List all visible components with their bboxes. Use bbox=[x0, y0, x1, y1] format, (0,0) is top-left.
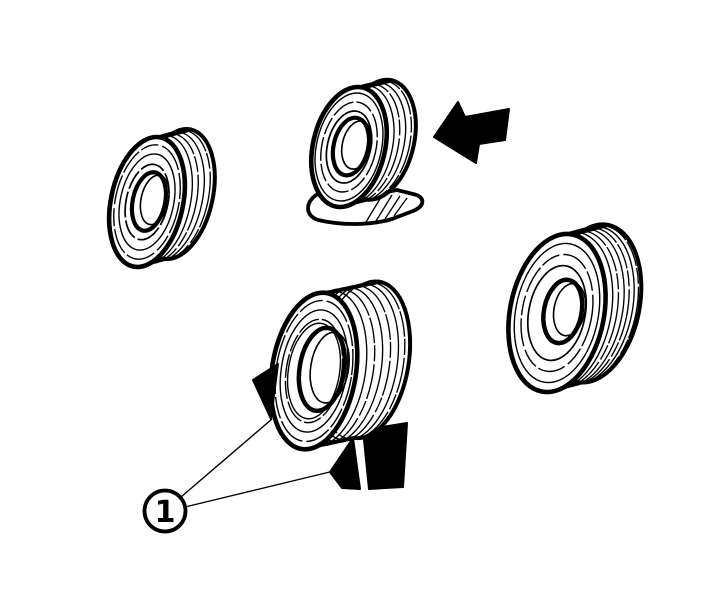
wedge-bottom-front bbox=[362, 422, 408, 490]
callout-leader-line-upper bbox=[180, 418, 273, 498]
parts-layer bbox=[106, 77, 644, 490]
callout-leader-line-lower bbox=[184, 469, 339, 508]
direction-arrow-icon bbox=[433, 101, 510, 164]
wedge-left bbox=[252, 363, 279, 420]
wedge-bottom-side bbox=[329, 437, 361, 490]
callout-label: 1 bbox=[155, 495, 176, 530]
callout-1: 1 bbox=[142, 418, 339, 534]
grommet-top-left bbox=[106, 126, 217, 270]
callout-circle bbox=[142, 488, 188, 534]
grommet-mount-top-center bbox=[306, 77, 425, 226]
grommet-right bbox=[506, 222, 644, 395]
grommet-bottom-center bbox=[268, 279, 413, 452]
